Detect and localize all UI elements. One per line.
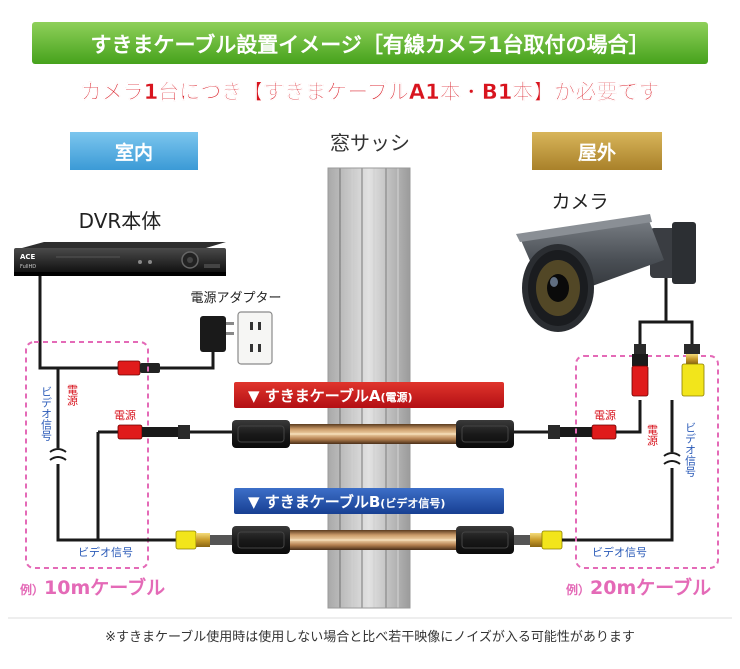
- right-power-label: 電源: [646, 424, 659, 447]
- window-sash-label: 窓サッシ: [330, 131, 410, 155]
- camera-label: カメラ: [551, 191, 608, 213]
- svg-text:▼ すきまケーブルA(電源): ▼ すきまケーブルA(電源): [248, 387, 413, 405]
- camera-video-connector: [681, 344, 705, 397]
- dvr-power-connector: [117, 360, 160, 376]
- right-note-prefix: 例）: [566, 582, 590, 597]
- power-adapter: [160, 316, 234, 370]
- banner-title: すきまケーブル設置イメージ［有線カメラ1台取付の場合］: [91, 33, 650, 57]
- outdoor-label: 屋外: [578, 141, 616, 164]
- left-cable-region: [25, 341, 149, 569]
- title-banner: すきまケーブル設置イメージ［有線カメラ1台取付の場合］: [32, 22, 708, 64]
- cable-a-title: ▼ すきまケーブルA: [248, 387, 381, 405]
- headline: カメラ1台につき【すきまケーブルA1本・B1本】が必要です: [81, 80, 660, 104]
- left-a-power-connector: [117, 424, 232, 440]
- camera-device: [516, 214, 696, 332]
- cable-b-subtitle: (ビデオ信号): [380, 496, 445, 510]
- left-video-tag: ビデオ信号: [78, 545, 133, 559]
- right-power-tag: 電源: [594, 408, 616, 422]
- left-b-video-connector: [175, 530, 232, 550]
- cable-b-title: ▼ すきまケーブルB: [248, 493, 380, 511]
- dvr-brand: ACE: [20, 253, 36, 261]
- left-power-label: 電源: [66, 384, 79, 407]
- cable-a-header: ▼ すきまケーブルA(電源): [234, 382, 504, 408]
- left-video-label: ビデオ信号: [40, 386, 53, 442]
- left-power-tag: 電源: [114, 408, 136, 422]
- cable-a-subtitle: (電源): [380, 390, 412, 404]
- camera-power-connector: [631, 344, 649, 397]
- dvr-sub: FullHD: [20, 264, 36, 270]
- right-a-power-connector: [514, 424, 617, 440]
- indoor-label: 室内: [115, 141, 153, 164]
- cable-b: [232, 526, 514, 554]
- right-b-video-connector: [514, 530, 563, 550]
- left-note: 10mケーブル: [44, 576, 165, 599]
- indoor-tag: 室内: [70, 132, 198, 170]
- dvr-label: DVR本体: [79, 209, 162, 233]
- wall-outlet: [237, 311, 273, 365]
- svg-text:例）10mケーブル: 例）10mケーブル: [20, 576, 165, 599]
- right-video-label: ビデオ信号: [684, 422, 697, 478]
- dvr-device: ACE FullHD: [14, 242, 226, 276]
- adapter-label: 電源アダプター: [190, 291, 281, 306]
- right-note: 20mケーブル: [590, 576, 711, 599]
- cable-b-header: ▼ すきまケーブルB(ビデオ信号): [234, 488, 504, 514]
- svg-text:例）20mケーブル: 例）20mケーブル: [566, 576, 711, 599]
- svg-text:▼ すきまケーブルB(ビデオ信号): ▼ すきまケーブルB(ビデオ信号): [248, 493, 445, 511]
- right-video-tag: ビデオ信号: [592, 545, 647, 559]
- left-note-prefix: 例）: [20, 582, 44, 597]
- cable-a: [232, 420, 514, 448]
- outdoor-tag: 屋外: [532, 132, 662, 170]
- footnote: ※すきまケーブル使用時は使用しない場合と比べ若干映像にノイズが入る可能性がありま…: [105, 629, 635, 645]
